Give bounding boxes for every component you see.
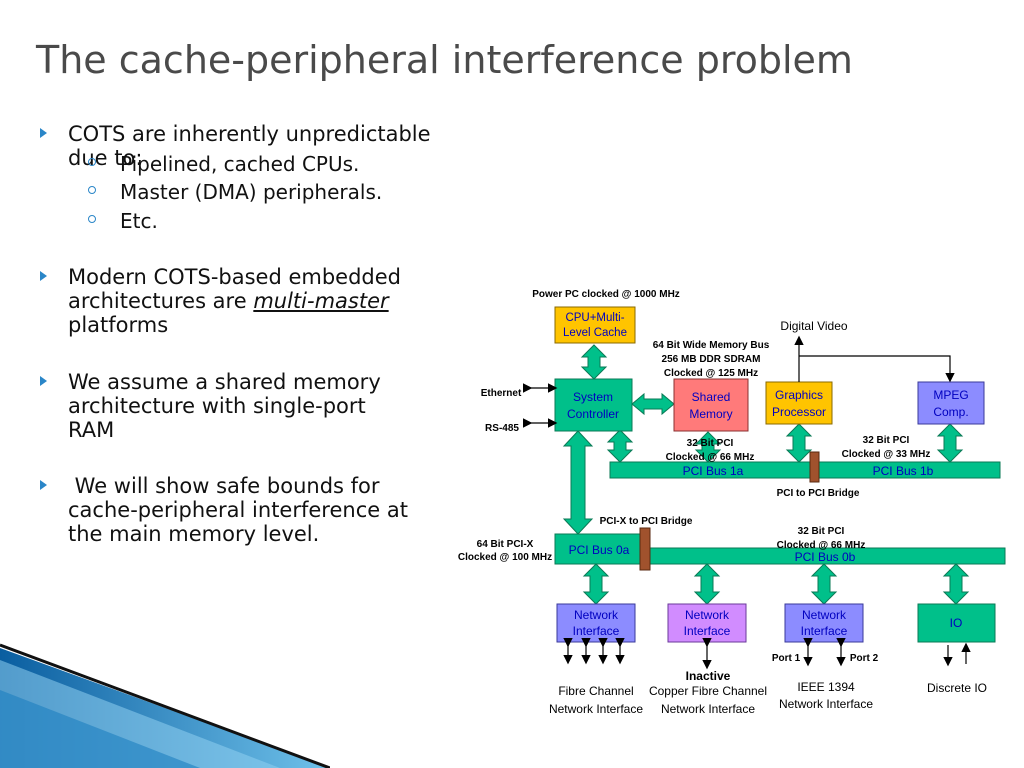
bullet-arrow-icon <box>40 128 47 138</box>
pci-bus-0a-label: PCI Bus 0a <box>569 543 630 557</box>
ieee-line-1: IEEE 1394 <box>797 680 855 694</box>
circle-bullet-icon <box>88 215 96 223</box>
pci0b-spec-line-1: 32 Bit PCI <box>798 526 845 537</box>
digital-video-label: Digital Video <box>780 319 847 333</box>
bullet-3-line-3: RAM <box>68 418 115 442</box>
memory-bus-line-1: 64 Bit Wide Memory Bus <box>653 340 770 351</box>
graphics-line-2: Processor <box>772 405 826 419</box>
sysctl-mem-arrow <box>631 392 675 416</box>
bullet-1-text: COTS are inherently unpredictable due to… <box>68 122 431 170</box>
io-bus-arrow <box>942 563 970 605</box>
ni1-line-1: Network <box>574 608 619 622</box>
mpeg-link-line <box>799 355 955 383</box>
ni1-line-2: Interface <box>573 624 620 638</box>
mem-pci1a-arrow <box>694 431 722 463</box>
sysctl-pci1a-arrow <box>606 429 634 463</box>
bullet-2-line-3: platforms <box>68 313 169 337</box>
ni2-line-2: Interface <box>684 624 731 638</box>
graphics-box <box>765 381 833 425</box>
bullet-arrow-icon <box>40 480 47 490</box>
ethernet-label: Ethernet <box>481 388 522 399</box>
system-controller-line-1: System <box>573 390 613 404</box>
bullet-arrow-icon <box>40 376 47 386</box>
io-label: IO <box>950 616 963 630</box>
ni3-line-2: Interface <box>801 624 848 638</box>
bullet-4-line-1: We will show safe bounds for <box>68 474 380 498</box>
bullet-4-line-3: the main memory level. <box>68 522 320 546</box>
sub-bullet-2: Master (DMA) peripherals. <box>88 180 382 204</box>
copper-line-1: Copper Fibre Channel <box>649 684 767 698</box>
rs485-label: RS-485 <box>485 423 519 434</box>
system-controller-box <box>554 378 633 432</box>
circle-bullet-icon <box>88 158 96 166</box>
pci-to-pci-label: PCI to PCI Bridge <box>777 488 860 499</box>
pcix-bridge <box>639 527 651 571</box>
system-controller-line-2: Controller <box>567 407 619 421</box>
bullet-arrow-icon <box>40 271 47 281</box>
memory-bus-line-2: 256 MB DDR SDRAM <box>662 354 761 365</box>
fibre-line-2: Network Interface <box>549 702 643 716</box>
pci1b-spec-line-1: 32 Bit PCI <box>863 435 910 446</box>
ni3-bus-arrow <box>810 563 838 605</box>
ni1-bus-arrow <box>582 563 610 605</box>
shared-memory-box <box>673 378 749 432</box>
memory-bus-line-3: Clocked @ 125 MHz <box>664 368 758 379</box>
cpu-box-line-2: Level Cache <box>563 327 627 339</box>
pcix-bridge-label: PCI-X to PCI Bridge <box>600 516 693 527</box>
pci1b-spec-line-2: Clocked @ 33 MHz <box>842 449 931 460</box>
pci-bus-1b-label: PCI Bus 1b <box>873 464 934 478</box>
cpu-box <box>554 306 636 344</box>
fibre-line-1: Fibre Channel <box>558 684 633 698</box>
pci1a-spec-line-1: 32 Bit PCI <box>687 438 734 449</box>
page-title: The cache-peripheral interference proble… <box>36 38 853 82</box>
shared-memory-line-2: Memory <box>689 407 732 421</box>
io-box <box>917 603 996 643</box>
mpeg-line-1: MPEG <box>933 388 968 402</box>
port2-label: Port 2 <box>850 653 879 664</box>
gfx-pci-arrow <box>785 423 813 463</box>
network-interface-2-box <box>667 603 747 643</box>
circle-bullet-icon <box>88 186 96 194</box>
pci1a-spec-line-2: Clocked @ 66 MHz <box>666 452 755 463</box>
bullet-2-line-1: Modern COTS-based embedded <box>68 265 401 289</box>
ieee-line-2: Network Interface <box>779 697 873 711</box>
sub-bullet-3: Etc. <box>88 209 158 233</box>
pci-to-pci-bridge <box>809 451 820 483</box>
mpeg-pci-arrow <box>936 423 964 463</box>
sub-bullet-1: Pipelined, cached CPUs. <box>88 152 359 176</box>
bullet-1: COTS are inherently unpredictable due to… <box>40 122 460 170</box>
bullet-3-line-1: We assume a shared memory <box>68 370 381 394</box>
mpeg-line-2: Comp. <box>933 405 968 419</box>
multi-master-emphasis: multi-master <box>253 289 389 313</box>
pci-bus-0b-label: PCI Bus 0b <box>795 550 856 564</box>
discrete-io-label: Discrete IO <box>927 681 987 695</box>
corner-decoration <box>0 643 330 768</box>
bullet-3-line-2: architecture with single-port <box>68 394 366 418</box>
bullet-4-line-2: cache-peripheral interference at <box>68 498 408 522</box>
pci0b-spec-line-2: Clocked @ 66 MHz <box>777 540 866 551</box>
network-interface-3-box <box>784 603 864 643</box>
ni2-line-1: Network <box>685 608 730 622</box>
shared-memory-line-1: Shared <box>692 390 731 404</box>
ni2-bus-arrow <box>693 563 721 605</box>
pci-bus-1a-label: PCI Bus 1a <box>683 464 744 478</box>
port1-label: Port 1 <box>772 653 801 664</box>
copper-line-2: Network Interface <box>661 702 755 716</box>
cpu-clock-label: Power PC clocked @ 1000 MHz <box>532 289 680 300</box>
pci-bus-1a-bar <box>609 461 1001 479</box>
cpu-sysctl-arrow <box>580 344 608 380</box>
cpu-box-line-1: CPU+Multi- <box>565 312 624 324</box>
network-interface-1-box <box>556 603 636 643</box>
ni3-line-1: Network <box>802 608 847 622</box>
sysctl-pci0a-arrow <box>562 430 594 535</box>
graphics-line-1: Graphics <box>775 388 823 402</box>
inactive-label: Inactive <box>686 669 731 683</box>
pcix-spec-line-1: 64 Bit PCI-X <box>477 539 534 550</box>
bullet-2-line-2: architectures are <box>68 289 254 313</box>
pcix-spec-line-2: Clocked @ 100 MHz <box>458 552 552 563</box>
